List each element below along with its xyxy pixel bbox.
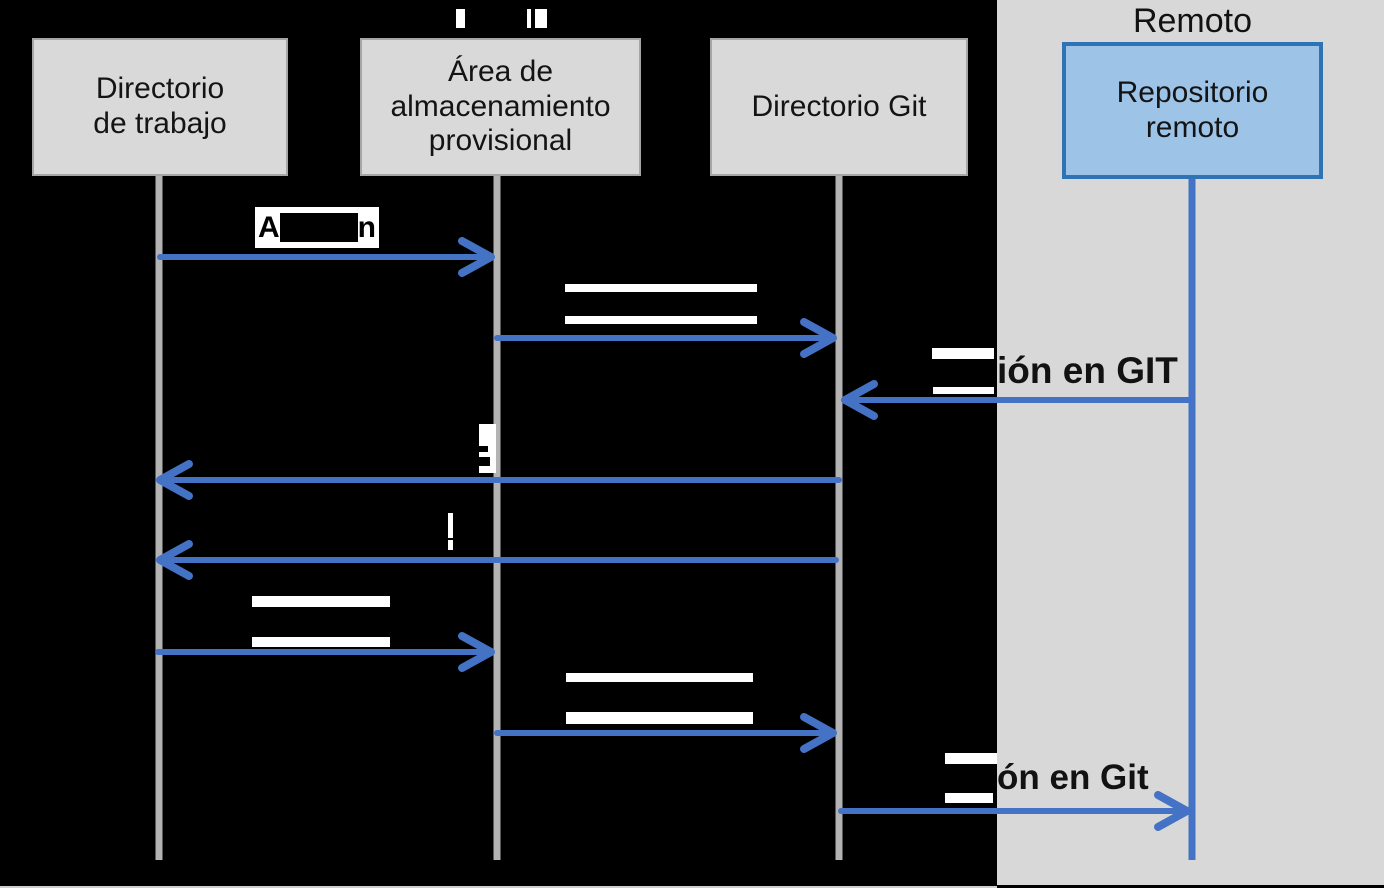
label-fetch-partial: ión en GIT bbox=[997, 350, 1178, 391]
actor-box-remote-repository: Repositorio remoto bbox=[1062, 42, 1323, 179]
arrow-fetch-from-remote bbox=[841, 380, 1195, 420]
text-remnant-commit2-line1 bbox=[566, 673, 753, 682]
text-remnant-push-line2 bbox=[945, 793, 993, 803]
label-add-partial: A n bbox=[255, 207, 379, 248]
text-remnant-merge-dot bbox=[448, 540, 453, 550]
text-remnant-top-3 bbox=[535, 9, 547, 28]
text-remnant-add2-line1 bbox=[252, 596, 390, 607]
label-add-start-letter: A bbox=[258, 210, 280, 244]
arrow-push-to-remote bbox=[838, 791, 1191, 831]
diagram-bottom-border bbox=[0, 886, 997, 888]
text-remnant-top-2 bbox=[527, 9, 531, 28]
text-remnant-commit-line2 bbox=[565, 316, 757, 324]
label-add-obscured-area bbox=[279, 213, 358, 242]
label-push-partial: ón en Git bbox=[997, 758, 1149, 797]
label-add-end-letter: n bbox=[357, 210, 376, 244]
actor-box-staging-area: Área de almacenamiento provisional bbox=[360, 38, 641, 176]
actor-box-working-directory: Directorio de trabajo bbox=[32, 38, 288, 176]
text-remnant-checkout bbox=[479, 424, 496, 473]
arrow-commit-again-to-gitdir bbox=[494, 713, 837, 753]
text-remnant-commit-line1 bbox=[565, 284, 757, 292]
arrow-add-again-to-staging bbox=[155, 632, 495, 672]
remnant-notch bbox=[479, 446, 488, 452]
text-remnant-add2-line2 bbox=[252, 637, 390, 647]
text-remnant-commit2-line2 bbox=[566, 712, 753, 724]
arrow-merge-to-working bbox=[156, 540, 839, 580]
arrow-commit-to-gitdir bbox=[494, 318, 837, 358]
text-remnant-push-line1 bbox=[945, 753, 997, 764]
text-remnant-top-1 bbox=[456, 9, 465, 28]
actor-box-git-directory: Directorio Git bbox=[710, 38, 968, 176]
text-remnant-merge-bar bbox=[448, 513, 453, 538]
remote-panel-title: Remoto bbox=[1132, 2, 1253, 40]
text-remnant-fetch-line2 bbox=[933, 387, 994, 394]
arrow-checkout-to-working bbox=[156, 460, 842, 500]
text-remnant-fetch-line1 bbox=[932, 348, 994, 359]
remnant-notch bbox=[479, 457, 490, 466]
arrow-add-to-staging bbox=[157, 237, 495, 277]
